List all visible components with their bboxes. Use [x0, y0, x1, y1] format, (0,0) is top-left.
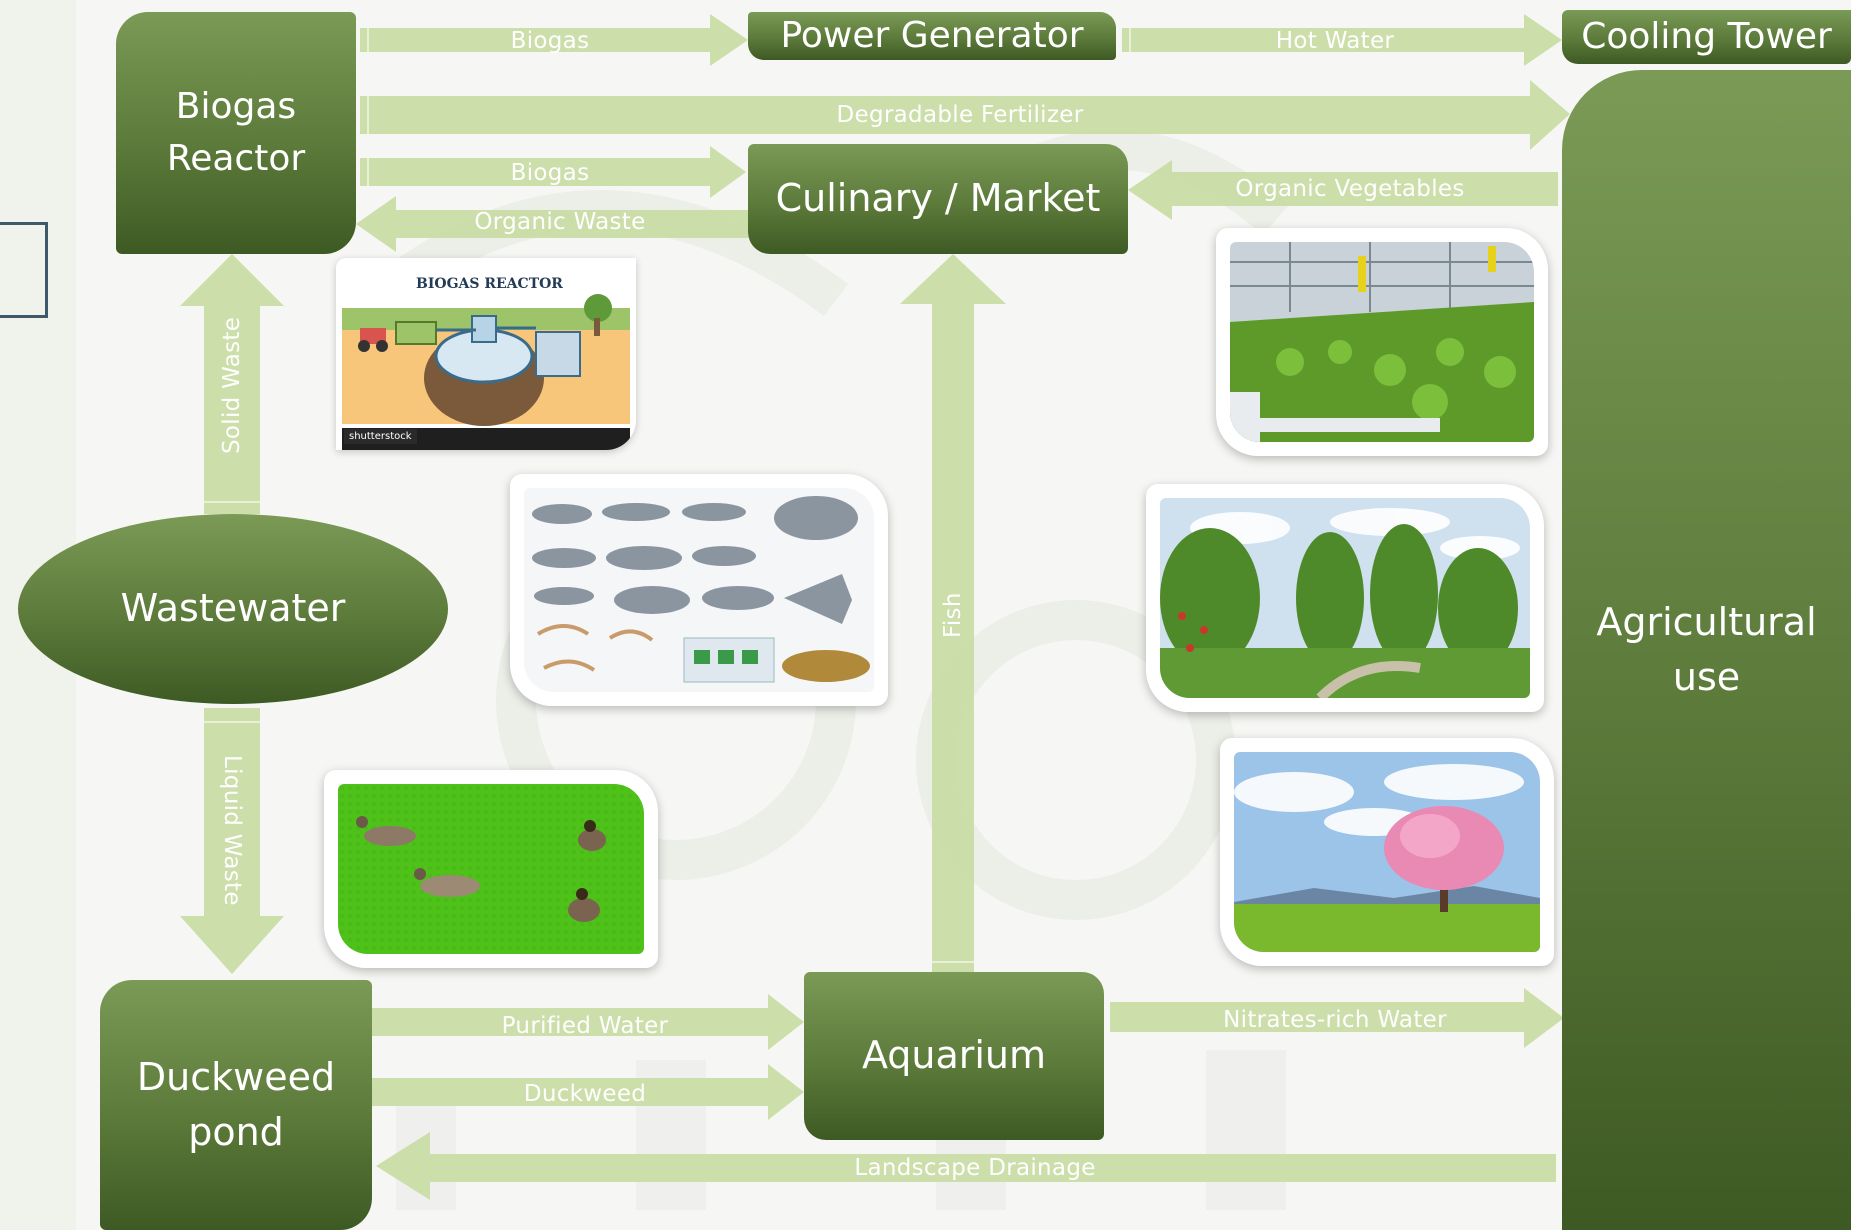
flow-label-liquid-waste: Liquid Waste: [219, 754, 245, 906]
node-wastewater: Wastewater: [18, 514, 448, 704]
arrow-degradable-fertilizer: [360, 80, 1570, 150]
flow-label-landscape-drainage: Landscape Drainage: [854, 1155, 1096, 1181]
fish-collage-drawing: [524, 488, 874, 692]
arrow-biogas-to-power: [360, 14, 748, 66]
left-frame-mark: [0, 222, 48, 318]
arrow-nitrates-rich-water: [1110, 988, 1564, 1048]
park-trees-photo: [1146, 484, 1544, 712]
node-power-generator: Power Generator: [748, 12, 1116, 60]
node-duckweed-pond: Duckweed pond: [100, 980, 372, 1230]
arrow-biogas-to-culinary: [360, 146, 746, 198]
flow-label-biogas-1: Biogas: [510, 28, 590, 54]
fish-species-collage: [510, 474, 888, 706]
node-aquarium: Aquarium: [804, 972, 1104, 1140]
greenhouse-drawing: [1230, 242, 1534, 442]
flow-label-purified-water: Purified Water: [501, 1013, 669, 1039]
flow-label-duckweed: Duckweed: [523, 1081, 647, 1107]
biogas-reactor-image-title: BIOGAS REACTOR: [416, 276, 563, 292]
arrow-purified-water: [372, 994, 804, 1050]
park-drawing: [1160, 498, 1530, 698]
arrow-organic-waste: [356, 196, 748, 252]
biogas-reactor-illustration: BIOGAS REACTOR shutterstock: [336, 258, 636, 450]
flow-label-degradable-fertilizer: Degradable Fertilizer: [836, 102, 1084, 128]
node-cooling-tower: Cooling Tower: [1562, 10, 1851, 64]
arrow-liquid-waste: [180, 708, 284, 974]
blossom-drawing: [1234, 752, 1540, 952]
duckweed-pond-photo: [324, 770, 658, 968]
node-culinary-market: Culinary / Market: [748, 144, 1128, 254]
flow-label-organic-vegetables: Organic Vegetables: [1235, 176, 1465, 202]
greenhouse-photo: [1216, 228, 1548, 456]
flow-label-nitrates-rich-water: Nitrates-rich Water: [1223, 1007, 1447, 1033]
node-agricultural-use: Agricultural use: [1562, 70, 1851, 1230]
node-biogas-reactor: Biogas Reactor: [116, 12, 356, 254]
flow-label-hot-water: Hot Water: [1275, 28, 1395, 54]
ducks-drawing: [338, 784, 644, 954]
arrow-organic-vegetables: [1128, 160, 1558, 220]
flow-label-organic-waste: Organic Waste: [474, 209, 646, 235]
biogas-reactor-drawing: [342, 294, 630, 450]
arrow-landscape-drainage: [376, 1132, 1556, 1200]
arrow-hot-water: [1122, 14, 1562, 66]
blossom-tree-photo: [1220, 738, 1554, 966]
shutterstock-badge: shutterstock: [344, 429, 417, 444]
flow-label-solid-waste: Solid Waste: [219, 316, 245, 454]
arrow-solid-waste: [180, 254, 284, 514]
arrow-duckweed: [372, 1064, 804, 1120]
flow-label-biogas-2: Biogas: [510, 160, 590, 186]
arrow-fish: [900, 254, 1006, 974]
flow-label-fish: Fish: [940, 592, 966, 638]
